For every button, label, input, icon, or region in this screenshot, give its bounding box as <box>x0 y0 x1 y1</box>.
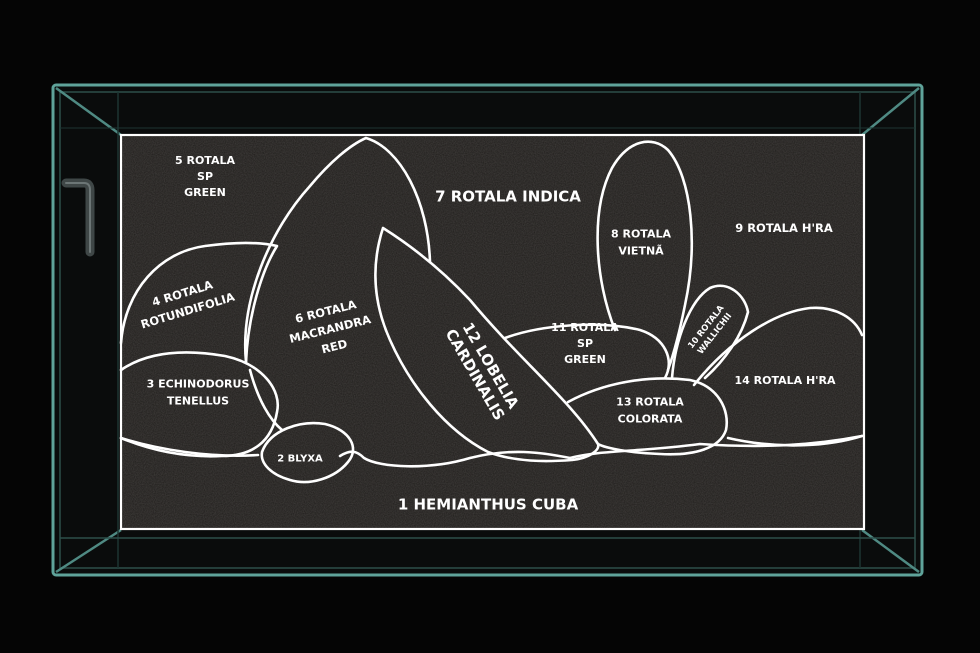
zone-12-boundary <box>374 226 600 463</box>
filter-pipe-highlight <box>65 182 91 253</box>
zone-13-boundary <box>566 377 729 456</box>
tank-edge-top-right <box>861 87 920 136</box>
zone-11-boundary <box>503 323 671 380</box>
tank-edge-bottom-right <box>861 528 920 574</box>
zone-6-boundary <box>243 136 432 432</box>
zone-8-label-line: 8 ROTALA <box>611 227 671 240</box>
zone-outlines <box>119 136 864 484</box>
zone-3-label-line: TENELLUS <box>167 394 229 407</box>
zone-14-label-line: 14 ROTALA H'RA <box>734 374 836 387</box>
zone-1-label-line: 1 HEMIANTHUS CUBA <box>398 495 579 513</box>
zone-4-boundary <box>119 241 279 364</box>
zone-1-label: 1 HEMIANTHUS CUBA <box>398 495 579 513</box>
zone-2-label: 2 BLYXA <box>277 454 323 465</box>
zone-5-label-line: 5 ROTALA <box>175 154 235 167</box>
zone-9-label: 9 ROTALA H'RA <box>735 221 833 235</box>
tank-edge-bottom-left <box>55 528 122 574</box>
zone-3-label: 3 ECHINODORUS TENELLUS <box>147 377 250 407</box>
zone-7-label: 7 ROTALA INDICA <box>435 187 581 205</box>
zone-5-label: 5 ROTALA SP GREEN <box>175 154 235 199</box>
zone-5-label-line: SP <box>197 170 213 183</box>
zone-8-label-line: VIETNÃ <box>618 244 664 257</box>
zone-14-boundary <box>692 306 864 447</box>
zone-11-label-line: GREEN <box>564 353 606 366</box>
zone-13-label-line: COLORATA <box>618 412 683 425</box>
zone-5-label-line: GREEN <box>184 186 226 199</box>
zone-3-boundary <box>119 351 280 458</box>
zone-8-label: 8 ROTALA VIETNÃ <box>611 227 671 257</box>
zone-13-label: 13 ROTALA COLORATA <box>616 395 684 425</box>
zone-8-boundary <box>596 140 693 372</box>
zone-2-boundary <box>260 421 355 484</box>
zone-13-label-line: 13 ROTALA <box>616 395 684 408</box>
tank-inner-frame <box>59 91 916 569</box>
zone-11-label-line: SP <box>577 337 593 350</box>
zone-11-label: 11 ROTALA SP GREEN <box>551 321 619 366</box>
zone-6-label-line: RED <box>320 337 349 357</box>
tank-edge-top-left <box>55 86 122 137</box>
zone-9-label-line: 9 ROTALA H'RA <box>735 221 833 235</box>
zone-7-label-line: 7 ROTALA INDICA <box>435 187 581 205</box>
zone-11-label-line: 11 ROTALA <box>551 321 619 334</box>
zone-3-label-line: 3 ECHINODORUS <box>147 377 250 390</box>
zone-14-label: 14 ROTALA H'RA <box>734 374 836 387</box>
zone-2-label-line: 2 BLYXA <box>277 454 323 465</box>
